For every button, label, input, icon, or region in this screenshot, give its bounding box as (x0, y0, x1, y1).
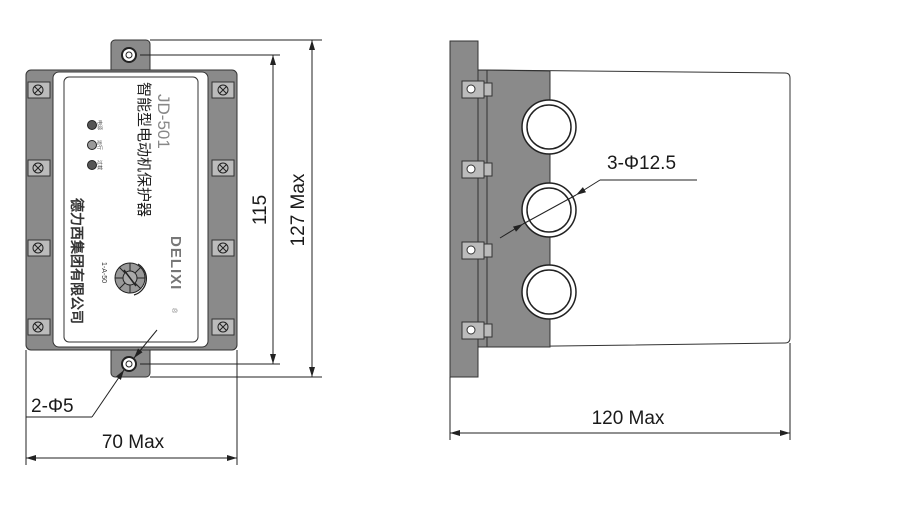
led-label: 过载 (96, 160, 103, 170)
product-name: 智能型电动机保护器 (135, 82, 153, 217)
front-view: 智能型电动机保护器 JD-501 DELIXI ® 德力西集团有限公司 电源 运… (25, 39, 322, 465)
side-dimension-lines (449, 179, 791, 440)
led-label: 运行 (96, 140, 103, 150)
indicator-leds: 电源 运行 过载 (87, 120, 103, 170)
dim-depth: 120 Max (592, 408, 665, 429)
led-label: 电源 (96, 120, 103, 130)
dim-cable-holes: 3-Φ12.5 (607, 153, 676, 174)
cover-face (63, 76, 199, 343)
current-setting-knob[interactable] (114, 262, 147, 296)
knob-label: 1-A-50 (100, 262, 107, 283)
side-view: 3-Φ12.5 120 Max (449, 40, 791, 440)
dim-width: 70 Max (102, 432, 165, 453)
led-run (87, 140, 97, 150)
led-power (87, 120, 97, 130)
company-name: 德力西集团有限公司 (69, 198, 85, 324)
led-overload (87, 160, 97, 170)
dim-total-height: 127 Max (288, 173, 309, 246)
screw-icons (32, 84, 229, 333)
brand-logo: DELIXI (167, 236, 184, 290)
brand-mark: ® (170, 308, 178, 314)
dim-mount-holes: 2-Φ5 (31, 396, 74, 417)
side-screws (461, 80, 493, 340)
model-label: JD-501 (154, 94, 173, 149)
front-dimension-lines (25, 39, 322, 465)
dim-hole-spacing: 115 (250, 195, 271, 225)
